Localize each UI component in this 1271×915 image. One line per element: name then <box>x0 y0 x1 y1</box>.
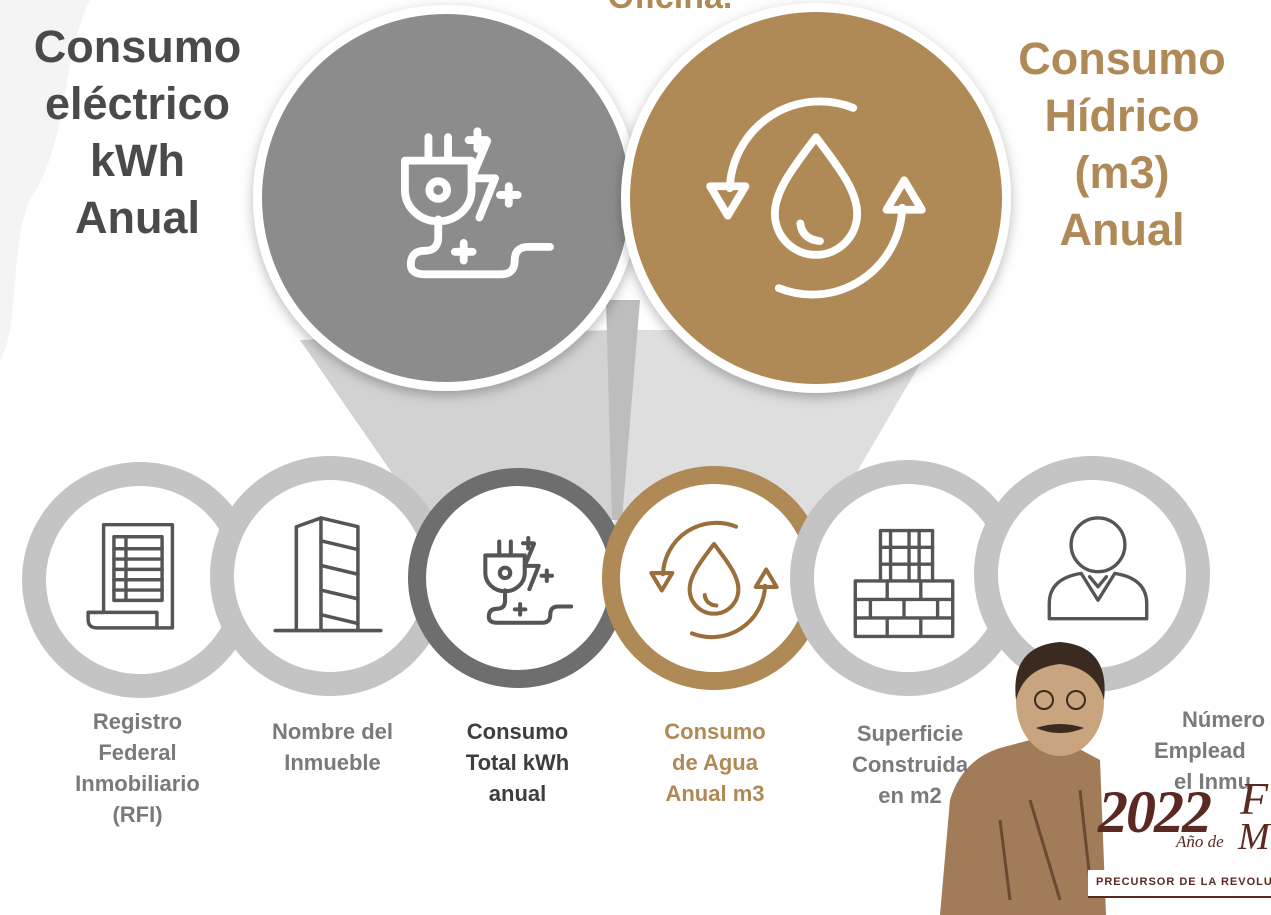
label-nombre: Nombre del Inmueble <box>235 716 430 778</box>
label-line: Superficie <box>856 721 964 746</box>
label-empleados: Número Emplead el Inmu <box>1148 704 1271 797</box>
label-line: el Inmu <box>1174 769 1252 794</box>
water-title-line: Hídrico <box>1044 90 1200 141</box>
electric-title: Consumo eléctrico kWh Anual <box>10 18 265 246</box>
label-line: Nombre del <box>271 719 394 744</box>
item-nombre <box>210 456 450 696</box>
label-line: Emplead <box>1154 738 1246 763</box>
item-superficie <box>790 460 1026 696</box>
item-consumo-agua <box>602 466 826 690</box>
label-consumo-kwh: Consumo Total kWh anual <box>425 716 610 809</box>
label-line: Total kWh <box>465 750 570 775</box>
label-line: Consumo <box>466 719 569 744</box>
electric-title-line: eléctrico <box>44 78 231 129</box>
electric-big-circle <box>253 5 639 391</box>
label-consumo-agua: Consumo de Agua Anual m3 <box>625 716 805 809</box>
water-big-circle <box>621 3 1011 393</box>
item-consumo-kwh <box>408 468 628 688</box>
portrait-stamp <box>940 642 1271 915</box>
label-line: de Agua <box>672 750 758 775</box>
water-title-line: Anual <box>1059 204 1185 255</box>
connector-seam <box>606 300 640 520</box>
item-empleados <box>974 456 1210 692</box>
label-line: (RFI) <box>112 802 163 827</box>
label-superficie: Superficie Construida en m2 <box>815 718 1005 811</box>
label-line: Federal <box>98 740 177 765</box>
label-line: Consumo <box>664 719 766 744</box>
label-line: en m2 <box>878 783 942 808</box>
label-registro: Registro Federal Inmobiliario (RFI) <box>40 706 235 830</box>
label-line: Anual m3 <box>665 781 765 806</box>
stamp-letter-f: F <box>1240 773 1269 824</box>
cut-off-title: Oficina. <box>540 0 800 17</box>
label-line: Inmobiliario <box>75 771 200 796</box>
water-title: Consumo Hídrico (m3) Anual <box>992 30 1252 258</box>
stamp-year: 2022 <box>1098 779 1212 845</box>
label-line: anual <box>488 781 547 806</box>
label-line: Construida <box>851 752 969 777</box>
electric-title-line: kWh <box>90 135 185 186</box>
label-line: Inmueble <box>284 750 381 775</box>
background-shape <box>0 0 90 360</box>
water-title-line: (m3) <box>1074 147 1170 198</box>
electric-title-line: Consumo <box>33 21 242 72</box>
label-line: Número <box>1182 707 1266 732</box>
stamp-footer: PRECURSOR DE LA REVOLU <box>1096 876 1271 888</box>
water-title-line: Consumo <box>1018 33 1226 84</box>
stamp-letter-m: M <box>1238 816 1270 858</box>
stamp-ano: Año de <box>1176 832 1224 851</box>
item-registro <box>22 462 258 698</box>
electric-title-line: Anual <box>74 192 200 243</box>
label-line: Registro <box>92 709 183 734</box>
